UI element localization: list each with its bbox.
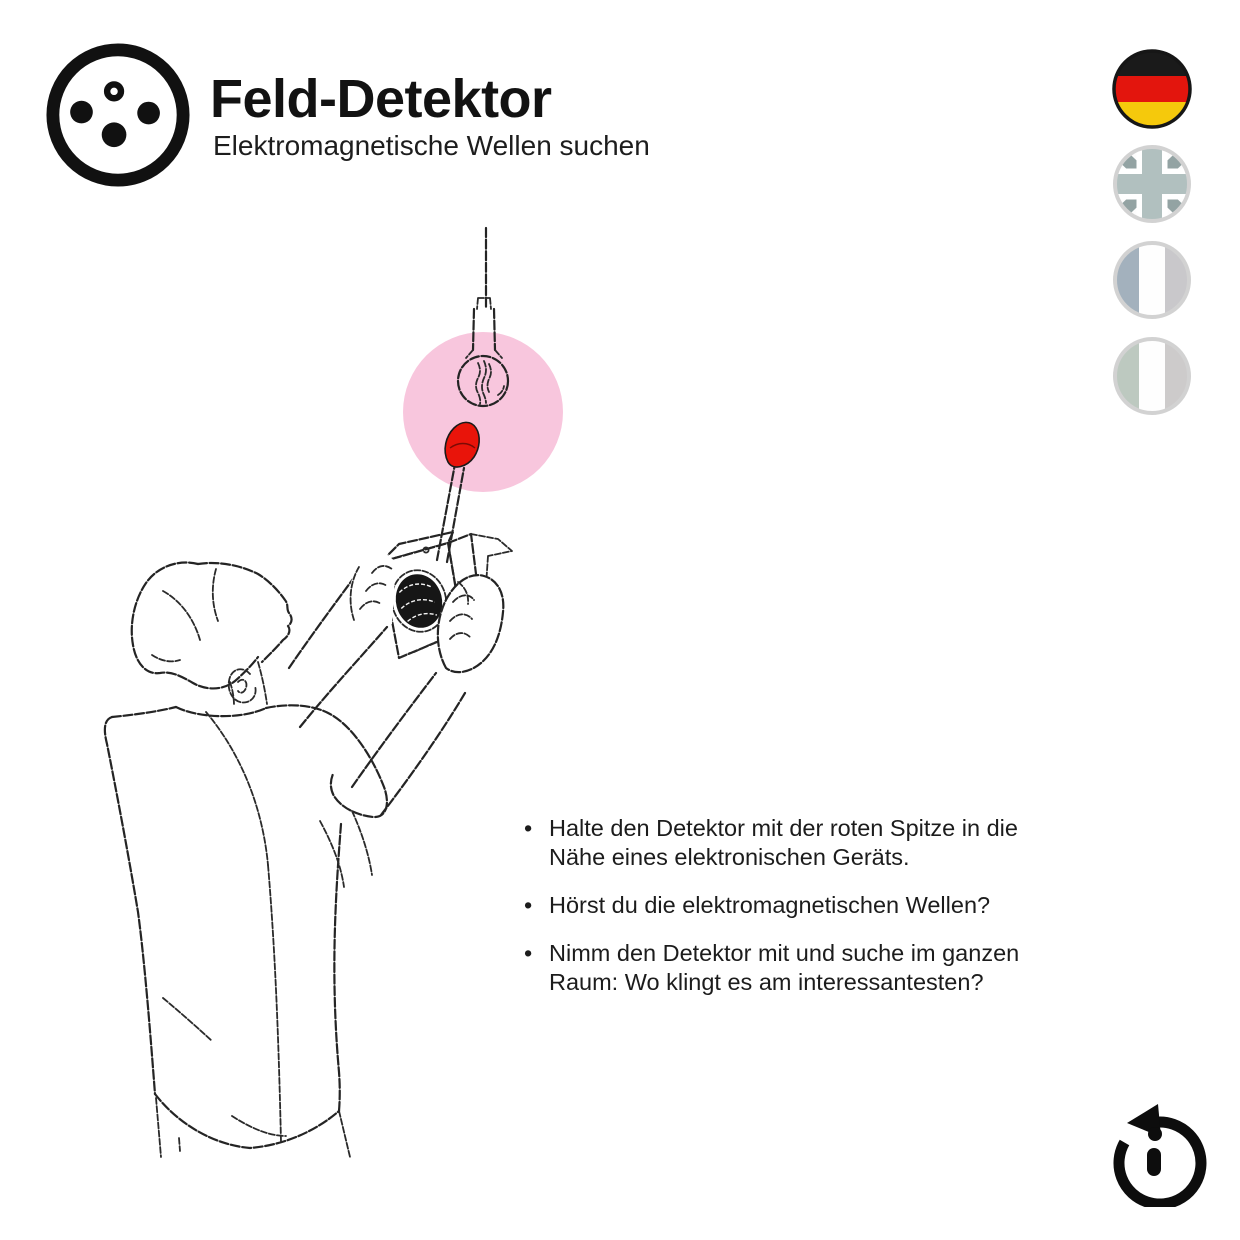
instruction-item: • Halte den Detektor mit der roten Spitz… xyxy=(524,814,1080,872)
probe-red-tip xyxy=(444,421,480,468)
bullet-marker: • xyxy=(524,815,533,841)
probe-shaft xyxy=(435,462,466,564)
instruction-item: • Nimm den Detektor mit und suche im gan… xyxy=(524,939,1080,997)
german-flag-icon xyxy=(1112,49,1192,129)
page-title: Feld-Detektor xyxy=(210,69,552,129)
right-hand xyxy=(436,574,505,674)
instruction-list: • Halte den Detektor mit der roten Spitz… xyxy=(524,814,1080,1016)
language-flag-french[interactable] xyxy=(1112,240,1192,320)
person-figure xyxy=(103,558,467,1158)
french-flag-icon xyxy=(1113,241,1191,319)
info-reset-icon xyxy=(1113,1104,1207,1207)
pink-glow-highlight xyxy=(403,332,563,492)
instruction-text: Halte den Detektor mit der roten Spitze … xyxy=(549,815,1018,870)
bullet-marker: • xyxy=(524,940,533,966)
detector-device xyxy=(379,421,513,660)
language-flag-german[interactable] xyxy=(1112,49,1192,129)
info-reset-button[interactable] xyxy=(1103,1095,1215,1207)
page-subtitle: Elektromagnetische Wellen suchen xyxy=(213,130,650,161)
left-hand xyxy=(348,551,396,624)
speaker-grille xyxy=(390,569,448,633)
bullet-marker: • xyxy=(524,892,533,918)
person-scanning-hanging-bulb-illustration xyxy=(103,226,563,1158)
bulb-filament xyxy=(475,360,505,405)
instruction-text: Hörst du die elektromagnetischen Wellen? xyxy=(549,892,991,918)
instruction-item: • Hörst du die elektromagnetischen Welle… xyxy=(524,891,1080,920)
italian-flag-icon xyxy=(1113,337,1191,415)
british-flag-icon xyxy=(1113,145,1191,223)
light-bulb xyxy=(456,297,510,408)
speaker-dots-logo xyxy=(46,43,190,187)
instruction-text: Nimm den Detektor mit und suche im ganze… xyxy=(549,940,1020,995)
language-flag-british[interactable] xyxy=(1112,144,1192,224)
language-flag-italian[interactable] xyxy=(1112,336,1192,416)
